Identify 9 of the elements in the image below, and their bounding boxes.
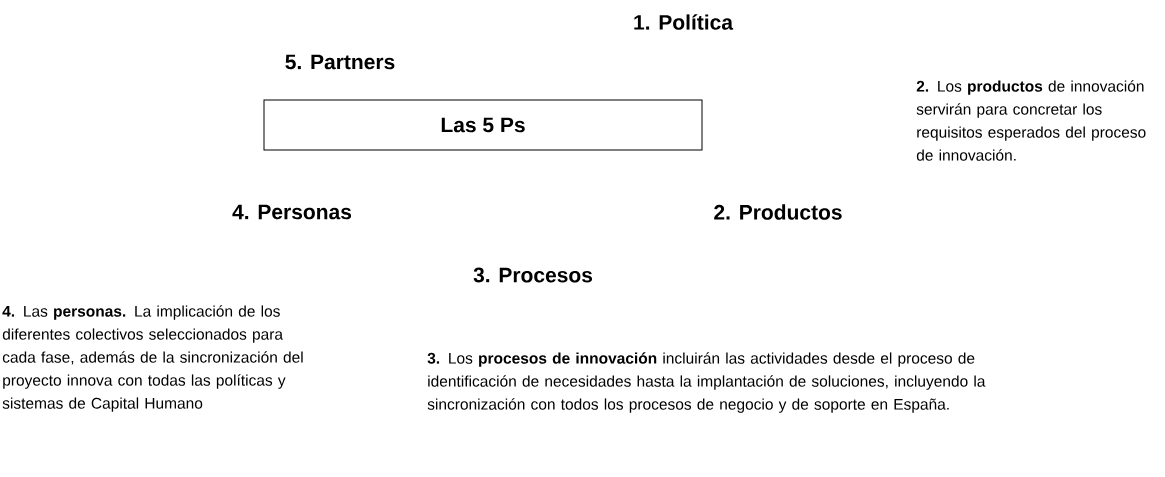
heading-text: 1. Política xyxy=(634,14,734,30)
heading-text: 2. Productos xyxy=(714,204,842,220)
heading-text: 3. Procesos xyxy=(473,267,593,283)
heading-text: 5. Partners xyxy=(285,54,395,70)
title-box: Las 5 Ps xyxy=(263,99,703,151)
paragraph: 2. Los productos de innovación servirán para concretar los requisitos esperados del proceso de innovación. xyxy=(916,80,1146,161)
paragraph: 4. Las personas. La implicación de los diferentes colectivos seleccionados para cada fase, además de la sincronización del proyecto innova con todas las políticas y sistemas de Capital Humano xyxy=(2,305,303,412)
heading-text: 4. Personas xyxy=(232,204,352,220)
paragraph: 3. Los procesos de innovación incluirán las actividades desde el proceso de identificación de necesidades hasta la implantación de soluciones, incluyendo la sincronización con todos los procesos de negocio y de soporte en España. xyxy=(427,352,986,413)
